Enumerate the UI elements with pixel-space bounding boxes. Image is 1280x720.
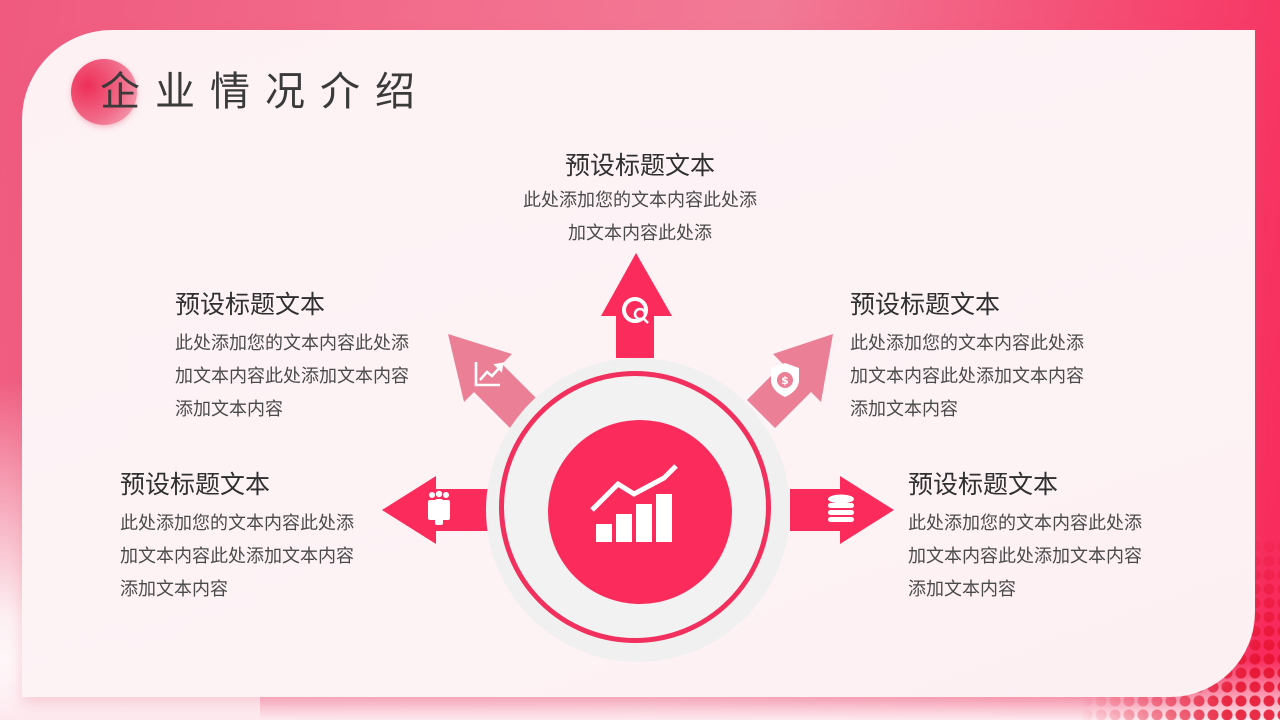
text-block-top: 预设标题文本 此处添加您的文本内容此处添 加文本内容此处添	[480, 150, 800, 250]
body-line: 添加文本内容	[908, 579, 1016, 599]
heading: 预设标题文本	[850, 291, 1001, 319]
heading: 预设标题文本	[564, 152, 715, 180]
title-accent-circle	[71, 59, 137, 125]
trend-chart-icon	[474, 362, 504, 387]
body-line: 加文本内容此处添加文本内容	[120, 546, 354, 566]
text-block-upper-left: 预设标题文本 此处添加您的文本内容此处添 加文本内容此处添加文本内容 添加文本内…	[175, 289, 409, 426]
growth-chart-icon	[590, 464, 678, 542]
text-block-lower-right: 预设标题文本 此处添加您的文本内容此处添 加文本内容此处添加文本内容 添加文本内…	[908, 469, 1142, 606]
body-line: 此处添加您的文本内容此处添	[908, 513, 1142, 533]
heading: 预设标题文本	[120, 471, 271, 499]
arrow-right	[790, 476, 894, 544]
coin-stack-icon	[828, 494, 854, 522]
body-line: 此处添加您的文本内容此处添	[175, 333, 409, 353]
body-line: 加文本内容此处添加文本内容	[908, 546, 1142, 566]
arrow-up	[601, 253, 672, 358]
arrow-left	[382, 476, 488, 544]
body-line: 加文本内容此处添加文本内容	[850, 366, 1084, 386]
arrow-upper-left	[448, 334, 538, 428]
body-line: 此处添加您的文本内容此处添	[850, 333, 1084, 353]
heading: 预设标题文本	[175, 291, 326, 319]
body-line: 添加文本内容	[175, 399, 283, 419]
svg-text:$: $	[781, 374, 789, 387]
dollar-shield-icon: $	[771, 363, 799, 397]
body-line: 加文本内容此处添加文本内容	[175, 366, 409, 386]
text-block-lower-left: 预设标题文本 此处添加您的文本内容此处添 加文本内容此处添加文本内容 添加文本内…	[120, 469, 354, 606]
heading: 预设标题文本	[908, 471, 1059, 499]
text-block-upper-right: 预设标题文本 此处添加您的文本内容此处添 加文本内容此处添加文本内容 添加文本内…	[850, 289, 1084, 426]
page-title: 企业情况介绍	[100, 70, 430, 114]
body-line: 此处添加您的文本内容此处添	[120, 513, 354, 533]
body-line: 加文本内容此处添	[568, 223, 712, 243]
global-search-icon	[622, 297, 649, 324]
body-line: 添加文本内容	[120, 579, 228, 599]
arrow-upper-right: $	[747, 334, 833, 428]
center-core-circle	[548, 420, 732, 604]
body-line: 添加文本内容	[850, 399, 958, 419]
body-line: 此处添加您的文本内容此处添	[523, 190, 757, 210]
people-group-icon	[428, 490, 450, 525]
